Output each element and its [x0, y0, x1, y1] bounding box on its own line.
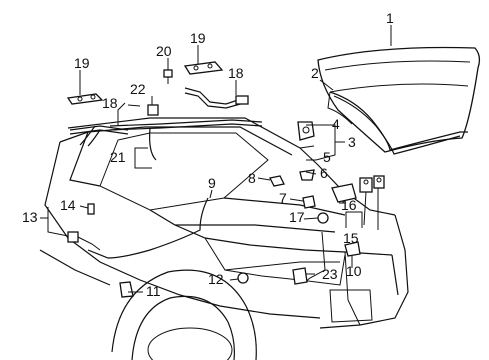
callout-7: 7	[279, 190, 287, 206]
torsion-bar-left	[69, 125, 129, 147]
car-body-outline	[39, 117, 409, 360]
trunk-lid	[317, 46, 481, 153]
callout-15: 15	[343, 230, 359, 246]
latch-assembly-4-5-6	[297, 121, 315, 181]
callout-11: 11	[146, 283, 161, 299]
callout-23: 23	[322, 266, 338, 282]
bumper-stop-22	[147, 104, 159, 116]
callout-13: 13	[22, 209, 38, 225]
hinge-left	[66, 93, 104, 105]
callout-18-left: 18	[102, 95, 118, 111]
opener-10	[344, 241, 361, 257]
callout-16: 16	[341, 197, 357, 213]
leader-lines	[40, 25, 392, 293]
bracket-23	[292, 267, 308, 285]
callout-14: 14	[60, 197, 76, 213]
callout-21: 21	[110, 149, 126, 165]
callout-5: 5	[323, 149, 331, 165]
callout-2: 2	[311, 65, 319, 81]
clip-11	[119, 281, 134, 298]
cylinder-17	[317, 212, 329, 224]
trunk-weatherstrip	[327, 91, 468, 155]
callout-labels: 1 2 3 4 5 6 7 8 9 10 11 12 13 14 15 16 1…	[22, 10, 394, 299]
callout-12: 12	[208, 271, 224, 287]
clip-7	[302, 195, 316, 209]
callout-6: 6	[320, 165, 328, 181]
bolt-20	[163, 69, 173, 84]
callout-19-left: 19	[74, 55, 90, 71]
torsion-bar-right	[184, 87, 249, 109]
callout-1: 1	[386, 10, 394, 26]
callout-22: 22	[130, 81, 146, 97]
hinge-rod	[109, 119, 263, 161]
clip-12	[237, 272, 249, 284]
clip-8	[269, 175, 285, 187]
callout-19-right: 19	[190, 30, 206, 46]
callout-18-right: 18	[228, 65, 244, 81]
lock-cylinder-keys-15-16	[331, 175, 385, 230]
callout-4: 4	[332, 116, 340, 132]
handle-13-14	[67, 203, 101, 251]
callout-10: 10	[346, 263, 362, 279]
callout-9: 9	[208, 175, 216, 191]
callout-17: 17	[289, 209, 305, 225]
callout-8: 8	[248, 170, 256, 186]
callout-3: 3	[348, 134, 356, 150]
callout-20: 20	[156, 43, 172, 59]
hinge-right	[183, 61, 224, 75]
cable-9	[87, 197, 326, 283]
